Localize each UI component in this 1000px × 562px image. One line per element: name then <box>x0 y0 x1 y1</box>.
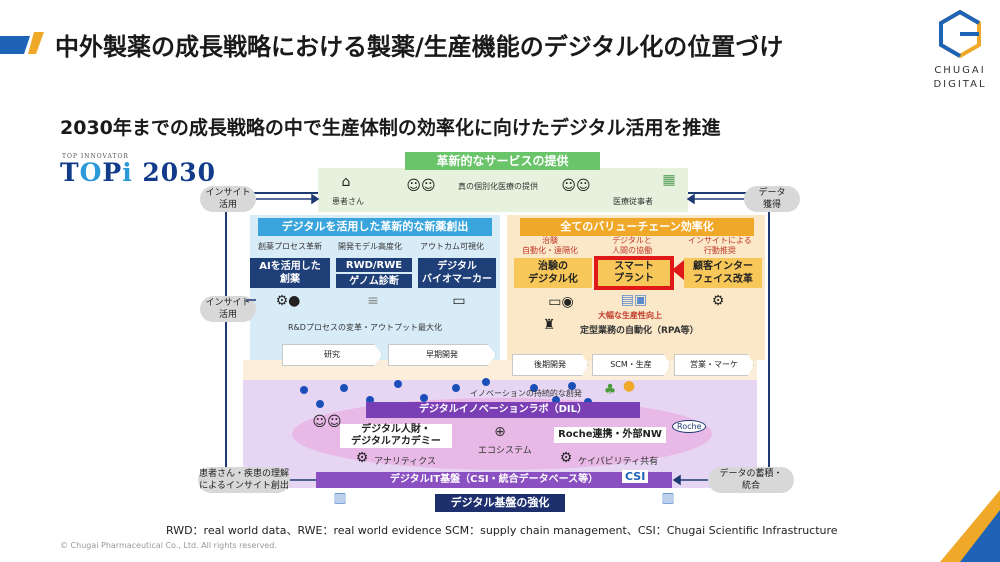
brand-small-text: TOP INNOVATOR <box>62 153 129 160</box>
blue-section-header: デジタルを活用した革新的な新薬創出 <box>258 218 492 236</box>
lightbulb-icon: ● <box>622 378 636 394</box>
chevron-sales-marketing: 営業・マーケ <box>674 354 754 376</box>
genome-diagnosis-box: ゲノム診断 <box>336 274 412 288</box>
right-bottom-pill: データの蓄積・ 統合 <box>708 467 794 493</box>
bottom-banner: デジタル基盤の強化 <box>435 494 565 512</box>
dil-bar: デジタルイノベーションラボ（DIL） <box>366 402 640 418</box>
clinical-trial-digital-box: 治験の デジタル化 <box>514 258 592 288</box>
left-mid-pill: インサイト 活用 <box>200 296 256 322</box>
patients-icon: ☺☺ <box>406 178 436 194</box>
topi-2030-logo: TOPi 2030 <box>60 158 216 187</box>
top-banner: 革新的なサービスの提供 <box>405 152 600 170</box>
house-icon: ⌂ <box>341 174 351 190</box>
service-area-bg <box>318 168 688 212</box>
brand-letter-i: i <box>122 158 133 187</box>
productivity-label: 大幅な生産性向上 <box>598 311 662 320</box>
corner-decoration <box>940 490 1000 562</box>
patient-label: 患者さん <box>332 197 364 206</box>
server-icon-left: ▥ <box>333 490 347 506</box>
roche-network-box: Roche連携・外部NW <box>554 427 666 443</box>
people-icon: ☺☺ <box>312 414 342 430</box>
doctors-icon: ☺☺ <box>561 178 591 194</box>
innovation-dot <box>340 384 348 392</box>
analytics-icon: ⚙ <box>355 450 369 466</box>
medical-staff-label: 医療従事者 <box>613 197 653 206</box>
personalized-medicine-label: 真の個別化医療の提供 <box>458 182 538 191</box>
innovation-dot <box>366 396 374 404</box>
factory-robot-icon: ▤▣ <box>620 292 648 308</box>
analytics-label: アナリティクス <box>374 457 437 467</box>
digital-biomarker-box: デジタル バイオマーカー <box>418 258 496 288</box>
innovation-dot <box>394 380 402 388</box>
left-bottom-pill: 患者さん・疾患の理解 によるインサイト創出 <box>198 467 290 493</box>
innovation-dot <box>552 396 560 404</box>
it-foundation-bar: デジタルIT基盤（CSI・統合データベース等） <box>316 472 672 488</box>
brand-letter-o: O <box>79 158 103 187</box>
blue-sub-3: アウトカム可視化 <box>420 242 484 251</box>
capability-icon: ⚙ <box>559 450 573 466</box>
brand-letter-t: T <box>60 158 80 187</box>
robot-icon: ♜ <box>542 317 556 333</box>
blue-sub-1: 創薬プロセス革新 <box>258 242 322 251</box>
right-top-pill: データ 獲得 <box>744 186 800 212</box>
logo-text: CHUGAI DIGITAL <box>933 65 987 90</box>
innovation-dot <box>316 400 324 408</box>
innovation-dot <box>300 386 308 394</box>
innovation-label: イノベーションの持続的な創発 <box>470 389 582 398</box>
orange-sub-3: インサイトによる 行動推奨 <box>688 236 752 255</box>
blue-section-footer: R&Dプロセスの変革・アウトプット最大化 <box>288 323 442 332</box>
chevron-early-development: 早期開発 <box>388 344 496 366</box>
ecosystem-label: エコシステム <box>478 446 532 456</box>
hospital-icon: ▦ <box>662 172 676 188</box>
customer-interface-box: 顧客インター フェイス改革 <box>684 258 762 288</box>
page-subtitle: 2030年までの成長戦略の中で生産体制の効率化に向けたデジタル活用を推進 <box>60 117 721 139</box>
innovation-dot <box>452 384 460 392</box>
title-accent-slash <box>0 32 44 54</box>
csi-logo: CSI <box>622 470 649 483</box>
chevron-late-development: 後期開発 <box>512 354 588 376</box>
sprout-icon: ♣ <box>603 382 617 398</box>
abbreviation-footnote: RWD：real world data、RWE：real world evide… <box>166 524 838 537</box>
wearable-icon: ▭ <box>452 293 466 309</box>
ai-drug-discovery-box: AIを活用した 創薬 <box>250 258 330 288</box>
remote-monitor-icon: ▭◉ <box>548 294 574 310</box>
orange-section-header: 全てのバリューチェーン効率化 <box>520 218 754 236</box>
orange-sub-1: 治験 自動化・遠隔化 <box>522 236 578 255</box>
globe-icon: ⊕ <box>494 424 506 440</box>
innovation-dot <box>530 384 538 392</box>
innovation-dot <box>482 378 490 386</box>
innovation-dot <box>568 382 576 390</box>
chevron-scm-production: SCM・生産 <box>592 354 670 376</box>
analytics-head-icon: ⚙ <box>711 293 725 309</box>
database-icon: ≡ <box>367 293 379 309</box>
capability-label: ケイパビリティ共有 <box>578 457 659 467</box>
orange-sub-2: デジタルと 人間の協働 <box>612 236 652 255</box>
server-icon-right: ▥ <box>661 490 675 506</box>
rpa-label: 定型業務の自動化（RPA等） <box>580 326 699 336</box>
rwd-rwe-box: RWD/RWE <box>336 258 412 272</box>
page-title: 中外製薬の成長戦略における製薬/生産機能のデジタル化の位置づけ <box>55 33 784 61</box>
digital-talent-box: デジタル人財・ デジタルアカデミー <box>340 424 452 448</box>
blue-sub-2: 開発モデル高度化 <box>338 242 402 251</box>
copyright: © Chugai Pharmaceutical Co., Ltd. All ri… <box>60 541 277 550</box>
brand-year: 2030 <box>132 158 216 187</box>
smart-plant-box-highlighted: スマート プラント <box>594 256 674 290</box>
innovation-dot <box>420 394 428 402</box>
ai-head-icon: ⚙● <box>275 293 301 309</box>
roche-badge: Roche <box>672 420 707 433</box>
chugai-digital-logo-icon <box>939 9 981 59</box>
left-top-pill: インサイト 活用 <box>200 186 256 212</box>
chevron-research: 研究 <box>282 344 382 366</box>
brand-letter-p: P <box>102 158 123 187</box>
